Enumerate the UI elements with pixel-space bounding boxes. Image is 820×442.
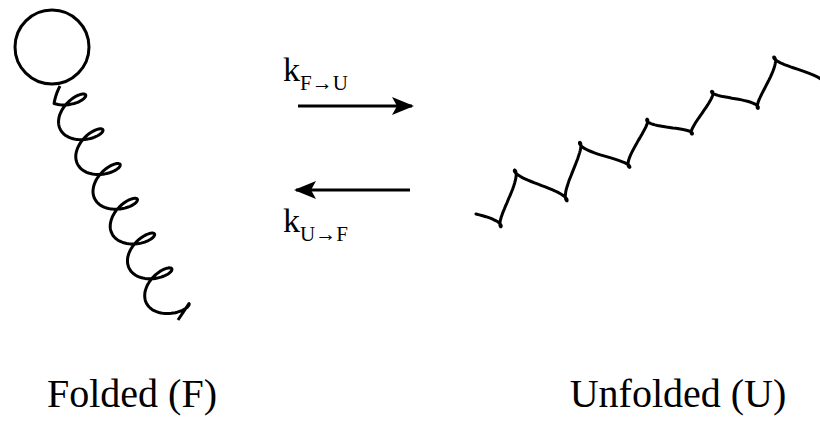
rate-arrow bbox=[296, 189, 410, 192]
state-label: Unfolded (U) bbox=[570, 372, 787, 416]
state-label: Folded (F) bbox=[47, 372, 217, 416]
unfolded-chain bbox=[476, 57, 820, 227]
rate-constant: kF→U bbox=[281, 53, 350, 94]
folded-helix bbox=[54, 86, 189, 320]
folded-head-circle bbox=[15, 10, 89, 84]
rate-arrow bbox=[298, 105, 412, 108]
state-node: Folded (F) bbox=[0, 0, 292, 442]
state-node: Unfolded (U) bbox=[416, 0, 816, 442]
rate-constant: kU→F bbox=[281, 204, 350, 245]
